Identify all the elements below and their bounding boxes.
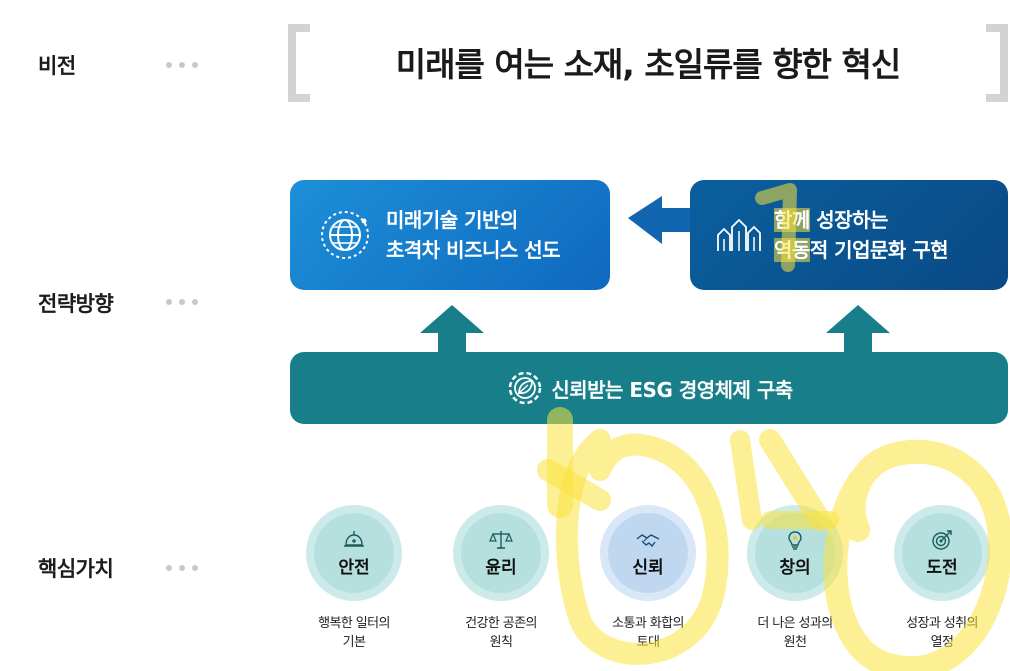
strategy-dots bbox=[166, 299, 198, 305]
value-desc-line2: 원칙 bbox=[489, 634, 513, 650]
strategy-right-word-grow: 성장 bbox=[809, 208, 853, 232]
strategy-box-culture: 함께 성장하는 역동적 기업문화 구현 bbox=[690, 180, 1008, 290]
target-icon bbox=[932, 529, 952, 550]
value-title: 창의 bbox=[779, 557, 811, 578]
growth-buildings-icon bbox=[714, 206, 766, 264]
strategy-box-future-tech: 미래기술 기반의 초격차 비즈니스 선도 bbox=[290, 180, 610, 290]
up-arrow-left bbox=[420, 305, 484, 356]
value-title: 신뢰 bbox=[632, 557, 664, 578]
strategy-right-line1: 함께 성장하는 bbox=[774, 205, 948, 235]
value-desc-line2: 토대 bbox=[636, 634, 660, 650]
value-desc-line1: 소통과 화합의 bbox=[612, 616, 684, 631]
vision-statement: 미래를 여는 소재, 초일류를 향한 혁신 bbox=[395, 45, 901, 84]
strategy-right-word-together: 함께 bbox=[774, 208, 810, 232]
value-desc-line1: 행복한 일터의 bbox=[318, 616, 390, 631]
value-desc-line2: 원천 bbox=[783, 634, 807, 650]
connector-arrow-left bbox=[628, 196, 706, 244]
value-title: 도전 bbox=[926, 557, 958, 578]
values-row-label: 핵심가치 bbox=[38, 557, 114, 581]
strategy-row-label: 전략방향 bbox=[38, 292, 114, 316]
strategy-left-line1: 미래기술 기반의 bbox=[386, 208, 518, 232]
vision-right-bracket bbox=[986, 24, 1008, 102]
lightbulb-icon bbox=[788, 530, 802, 550]
handshake-icon bbox=[636, 533, 660, 547]
foundation-esg-bar: 신뢰받는 ESG 경영체제 구축 bbox=[290, 352, 1008, 424]
globe-icon bbox=[316, 206, 374, 264]
scales-icon bbox=[489, 530, 513, 549]
value-desc-line1: 건강한 공존의 bbox=[465, 616, 537, 631]
up-arrow-right bbox=[826, 305, 890, 356]
value-title: 안전 bbox=[338, 557, 370, 578]
strategy-left-line2: 초격차 비즈니스 선도 bbox=[386, 238, 561, 262]
vision-dots bbox=[166, 62, 198, 68]
eco-gear-icon bbox=[505, 368, 545, 408]
value-desc-line1: 성장과 성취의 bbox=[906, 616, 978, 631]
value-desc-line2: 열정 bbox=[930, 634, 954, 650]
value-desc-line2: 기본 bbox=[342, 634, 366, 650]
safety-helmet-icon bbox=[344, 530, 364, 547]
values-dots bbox=[166, 565, 198, 571]
value-desc-line1: 더 나은 성과의 bbox=[757, 616, 833, 631]
value-title: 윤리 bbox=[485, 557, 517, 578]
foundation-text: 신뢰받는 ESG 경영체제 구축 bbox=[551, 377, 793, 402]
vision-left-bracket bbox=[288, 24, 310, 102]
strategy-right-line2: 역동적 기업문화 구현 bbox=[774, 235, 949, 265]
strategy-right-word-dynamic: 역동 bbox=[774, 238, 810, 262]
strategy-right-word-culture: 적 기업문화 구현 bbox=[809, 238, 949, 262]
vision-row-label: 비전 bbox=[38, 54, 76, 78]
strategy-right-word-ing: 하는 bbox=[852, 208, 888, 232]
